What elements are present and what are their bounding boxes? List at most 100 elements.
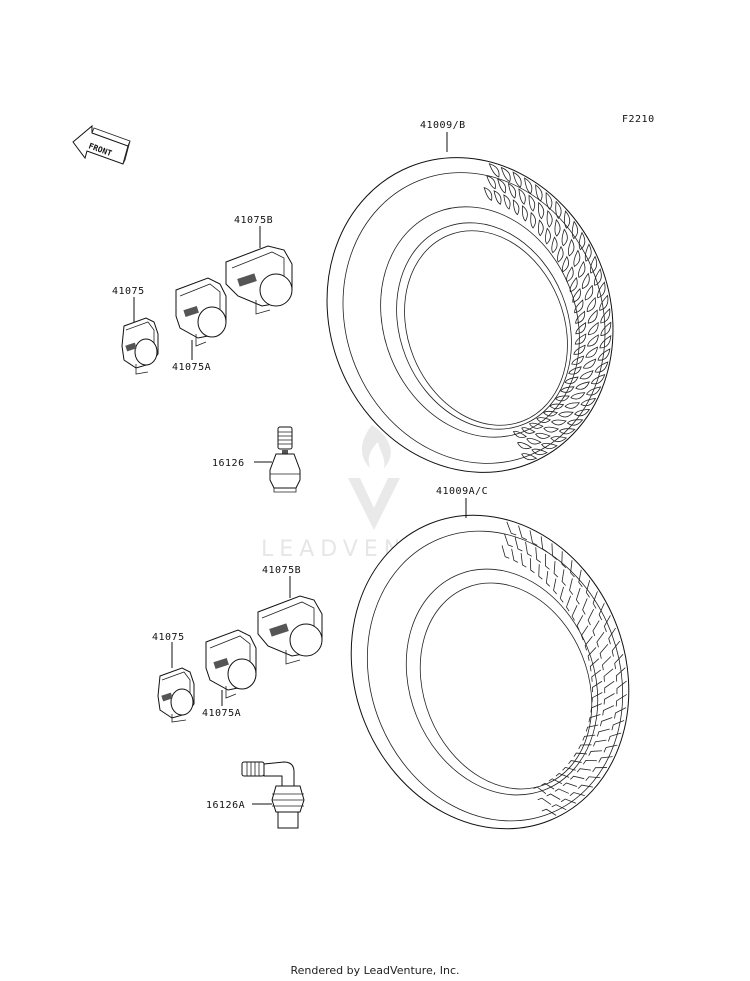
tread-block — [568, 760, 582, 765]
tread-block — [591, 669, 602, 682]
tread-block — [559, 586, 564, 603]
label-41009-b: 41009/B — [420, 120, 466, 131]
tread-block — [603, 744, 618, 753]
tread-block — [569, 276, 578, 293]
tread-block — [549, 403, 565, 410]
tread-block — [543, 410, 558, 417]
front-tire[interactable] — [280, 114, 659, 516]
valve-stem-16126[interactable] — [269, 426, 301, 493]
tread-block — [577, 784, 593, 789]
tread-block — [538, 219, 544, 237]
tread-block — [614, 654, 624, 670]
tread-block — [587, 309, 598, 324]
tread-block — [572, 288, 581, 303]
tread-block — [593, 739, 607, 747]
label-41075b-top: 41075B — [234, 215, 273, 226]
tread-block — [521, 205, 528, 222]
tread-block — [584, 636, 593, 651]
tread-block — [548, 778, 563, 785]
tread-block — [504, 533, 513, 548]
tread-block — [566, 266, 574, 283]
tread-block — [545, 571, 551, 587]
tread-block — [586, 386, 602, 396]
tread-block — [586, 296, 596, 313]
tread-block — [561, 569, 566, 586]
tread-block — [590, 374, 606, 385]
tread-block — [608, 732, 622, 742]
tread-block — [589, 658, 600, 672]
tread-block — [570, 560, 575, 578]
tread-block — [555, 200, 562, 220]
tread-block — [525, 541, 532, 557]
tread-block — [541, 782, 555, 790]
balance-weight-41075a-bottom[interactable] — [205, 629, 257, 699]
tread-block — [578, 569, 583, 588]
rear-tire[interactable] — [305, 473, 675, 871]
balance-weight-41075b-top[interactable] — [225, 245, 293, 315]
balance-weight-41075-top[interactable] — [121, 317, 159, 375]
tread-block — [564, 210, 571, 229]
tread-block — [561, 228, 568, 247]
tread-block — [585, 346, 599, 358]
tread-block — [576, 615, 584, 631]
tread-block — [603, 615, 611, 633]
balance-weight-41075-bottom[interactable] — [157, 667, 195, 723]
tread-block — [594, 268, 602, 286]
tread-block — [603, 693, 615, 705]
tread-block — [616, 680, 627, 695]
tread-block — [555, 395, 570, 402]
tread-block — [584, 243, 592, 262]
tread-block — [587, 321, 599, 336]
tread-block — [602, 705, 615, 716]
tread-block — [575, 587, 581, 605]
tread-block — [570, 775, 585, 780]
label-41075-bottom: 41075 — [152, 632, 185, 643]
tread-block — [521, 453, 538, 461]
tread-block — [590, 703, 602, 713]
balance-weight-41075a-top[interactable] — [175, 277, 227, 347]
tread-block — [553, 561, 559, 578]
tread-block — [535, 547, 542, 563]
tread-block — [582, 598, 588, 615]
tread-block — [584, 284, 594, 301]
tread-block — [560, 386, 575, 393]
tread-block — [574, 409, 591, 417]
tread-block — [597, 281, 606, 299]
label-41009a-c: 41009A/C — [436, 486, 488, 497]
tread-block — [574, 333, 587, 345]
tread-block — [604, 680, 615, 694]
tread-block — [575, 310, 586, 324]
tread-block — [602, 656, 612, 671]
tread-block — [587, 647, 597, 661]
tread-block — [598, 756, 613, 763]
tread-block — [541, 442, 558, 450]
tread-block — [585, 580, 591, 598]
tread-block — [567, 238, 575, 257]
tread-block — [529, 558, 535, 574]
tread-block — [571, 355, 585, 365]
tread-block — [524, 177, 533, 195]
tread-block — [533, 786, 547, 795]
tread-block — [585, 776, 601, 781]
tread-block — [517, 442, 533, 450]
tread-block — [541, 808, 557, 816]
balance-weight-41075b-bottom[interactable] — [257, 595, 323, 665]
tread-block — [562, 766, 576, 771]
tread-block — [512, 199, 520, 216]
tread-block — [591, 692, 603, 703]
tread-block — [562, 782, 578, 787]
valve-stem-16126a[interactable] — [241, 761, 305, 829]
tread-block — [576, 768, 592, 773]
tread-block — [573, 752, 587, 757]
tread-block — [571, 605, 578, 621]
tread-block — [558, 428, 576, 435]
tread-block — [551, 804, 567, 811]
tread-block — [611, 720, 625, 731]
rear-tire-tread — [501, 521, 627, 816]
tread-block — [571, 220, 579, 240]
tread-block — [551, 236, 558, 254]
tread-block — [538, 564, 543, 580]
tread-block — [564, 402, 580, 409]
tread-block — [592, 620, 600, 637]
tread-block — [538, 201, 545, 220]
